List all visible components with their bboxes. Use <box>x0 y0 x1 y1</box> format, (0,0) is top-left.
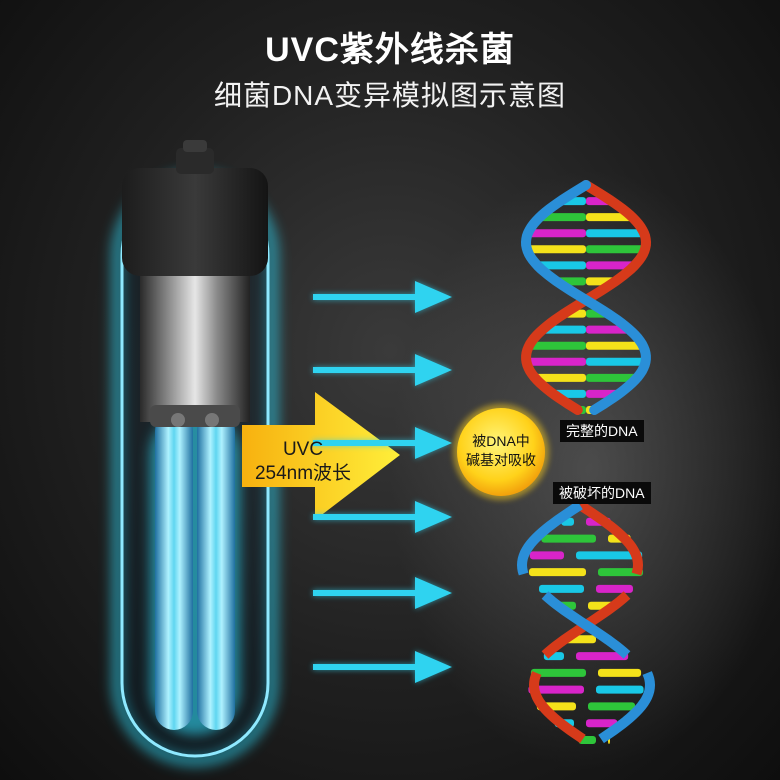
uvc-big-arrow-icon <box>242 392 400 520</box>
uv-ray-arrow-icon <box>313 281 452 313</box>
intact-dna-label: 完整的DNA <box>560 420 644 442</box>
uv-ray-arrow-icon <box>313 577 452 609</box>
damaged-dna-helix-icon <box>516 500 656 744</box>
absorb-circle <box>457 408 545 496</box>
dna-helix-icon <box>520 180 652 415</box>
page-title: UVC紫外线杀菌 <box>265 31 515 69</box>
uvc-label-line1: UVC <box>282 439 324 460</box>
uv-ray-arrow-icon <box>313 651 452 683</box>
uvc-wavelength-label: UVC 254nm波长 <box>248 438 358 486</box>
uv-ray-arrow-icon <box>313 354 452 386</box>
absorb-label-line2: 碱基对吸收 <box>466 452 536 468</box>
uv-ray-arrow-icon <box>313 501 452 533</box>
absorb-label: 被DNA中 碱基对吸收 <box>452 432 550 470</box>
uv-ray-arrow-icon <box>313 427 452 459</box>
absorb-label-line1: 被DNA中 <box>472 433 530 449</box>
uv-lamp-icon <box>111 140 279 767</box>
damaged-dna-label: 被破坏的DNA <box>553 482 651 504</box>
uv-ray-arrows <box>313 281 452 683</box>
page-subtitle: 细菌DNA变异模拟图示意图 <box>213 80 567 111</box>
uvc-label-line2: 254nm波长 <box>254 463 352 484</box>
